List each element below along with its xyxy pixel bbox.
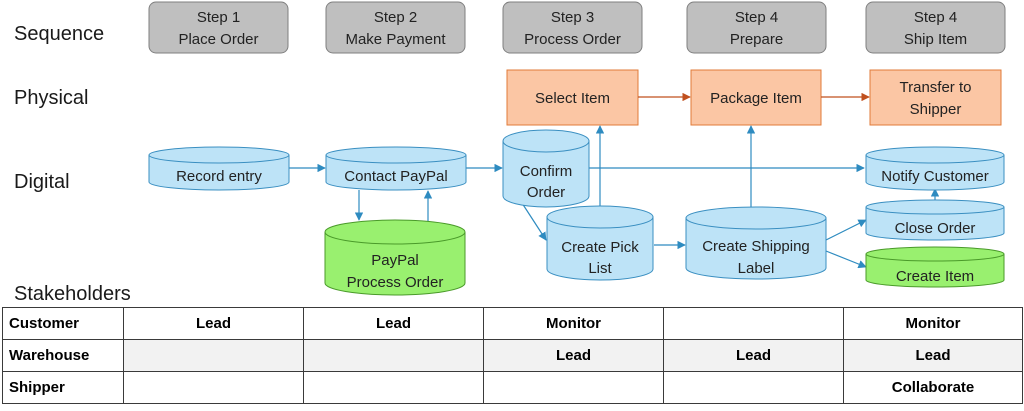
close-order-label: Close Order — [895, 220, 976, 237]
package-item-box: Package Item — [690, 69, 822, 126]
row-name-warehouse: Warehouse — [2, 339, 124, 372]
step-3-box: Step 3 Process Order — [502, 1, 643, 54]
step-4-box: Step 4 Prepare — [686, 1, 827, 54]
table-cell: Lead — [303, 307, 484, 340]
row-label-digital: Digital — [14, 171, 70, 193]
step-5-title: Ship Item — [904, 31, 967, 48]
table-row-customer: Customer Lead Lead Monitor Monitor — [2, 307, 1023, 340]
arrow-shipping-to-close — [825, 219, 867, 241]
confirm-order-line2: Order — [527, 184, 565, 201]
table-cell — [663, 371, 844, 404]
record-entry-cylinder: Record entry — [148, 146, 290, 191]
create-shipping-label-cylinder: Create Shipping Label — [685, 206, 827, 280]
transfer-to-shipper-box: Transfer to Shipper — [869, 69, 1002, 126]
step-4-title: Prepare — [730, 31, 783, 48]
create-shipping-line1: Create Shipping — [702, 238, 810, 255]
record-entry-label: Record entry — [176, 168, 262, 185]
create-pick-list-line1: Create Pick — [561, 239, 639, 256]
row-label-sequence: Sequence — [14, 23, 104, 45]
table-cell — [663, 307, 844, 340]
table-cell — [483, 371, 664, 404]
table-cell — [303, 339, 484, 372]
notify-customer-cylinder: Notify Customer — [865, 146, 1005, 191]
row-label-stakeholders: Stakeholders — [14, 283, 131, 305]
package-item-label: Package Item — [710, 90, 802, 107]
create-shipping-line2: Label — [738, 260, 775, 277]
paypal-process-line1: PayPal — [371, 252, 419, 269]
table-row-warehouse: Warehouse Lead Lead Lead — [2, 339, 1023, 372]
paypal-process-order-cylinder: PayPal Process Order — [324, 219, 466, 296]
table-cell: Monitor — [483, 307, 664, 340]
step-1-number: Step 1 — [197, 9, 240, 26]
table-cell: Lead — [123, 307, 304, 340]
arrow-shipping-to-create-item — [825, 250, 867, 269]
table-cell — [123, 371, 304, 404]
step-5-number: Step 4 — [914, 9, 957, 26]
confirm-order-cylinder: Confirm Order — [502, 129, 590, 208]
transfer-label-line2: Shipper — [910, 101, 962, 118]
contact-paypal-cylinder: Contact PayPal — [325, 146, 467, 191]
step-2-number: Step 2 — [374, 9, 417, 26]
notify-customer-label: Notify Customer — [881, 168, 989, 185]
stakeholders-table: Customer Lead Lead Monitor Monitor Wareh… — [2, 307, 1023, 404]
table-cell — [303, 371, 484, 404]
process-diagram: Sequence Physical Digital Stakeholders S… — [14, 1, 1006, 305]
create-pick-list-line2: List — [588, 260, 612, 277]
transfer-label-line1: Transfer to — [900, 79, 972, 96]
create-pick-list-cylinder: Create Pick List — [546, 205, 654, 281]
row-label-physical: Physical — [14, 87, 88, 109]
table-cell — [123, 339, 304, 372]
table-cell: Monitor — [843, 307, 1023, 340]
close-order-cylinder: Close Order — [865, 199, 1005, 241]
contact-paypal-label: Contact PayPal — [344, 168, 447, 185]
step-2-title: Make Payment — [345, 31, 446, 48]
step-1-title: Place Order — [178, 31, 258, 48]
arrow-confirm-to-picklist — [521, 202, 547, 241]
table-cell: Lead — [663, 339, 844, 372]
step-5-box: Step 4 Ship Item — [865, 1, 1006, 54]
step-2-box: Step 2 Make Payment — [325, 1, 466, 54]
table-cell: Lead — [483, 339, 664, 372]
table-cell: Lead — [843, 339, 1023, 372]
select-item-box: Select Item — [506, 69, 639, 126]
step-3-title: Process Order — [524, 31, 621, 48]
create-item-label: Create Item — [896, 268, 974, 285]
confirm-order-line1: Confirm — [520, 163, 573, 180]
row-name-customer: Customer — [2, 307, 124, 340]
create-item-cylinder: Create Item — [865, 246, 1005, 288]
step-3-number: Step 3 — [551, 9, 594, 26]
step-1-box: Step 1 Place Order — [148, 1, 289, 54]
table-cell: Collaborate — [843, 371, 1023, 404]
row-name-shipper: Shipper — [2, 371, 124, 404]
table-row-shipper: Shipper Collaborate — [2, 371, 1023, 404]
select-item-label: Select Item — [535, 90, 610, 107]
step-4-number: Step 4 — [735, 9, 778, 26]
paypal-process-line2: Process Order — [347, 274, 444, 291]
